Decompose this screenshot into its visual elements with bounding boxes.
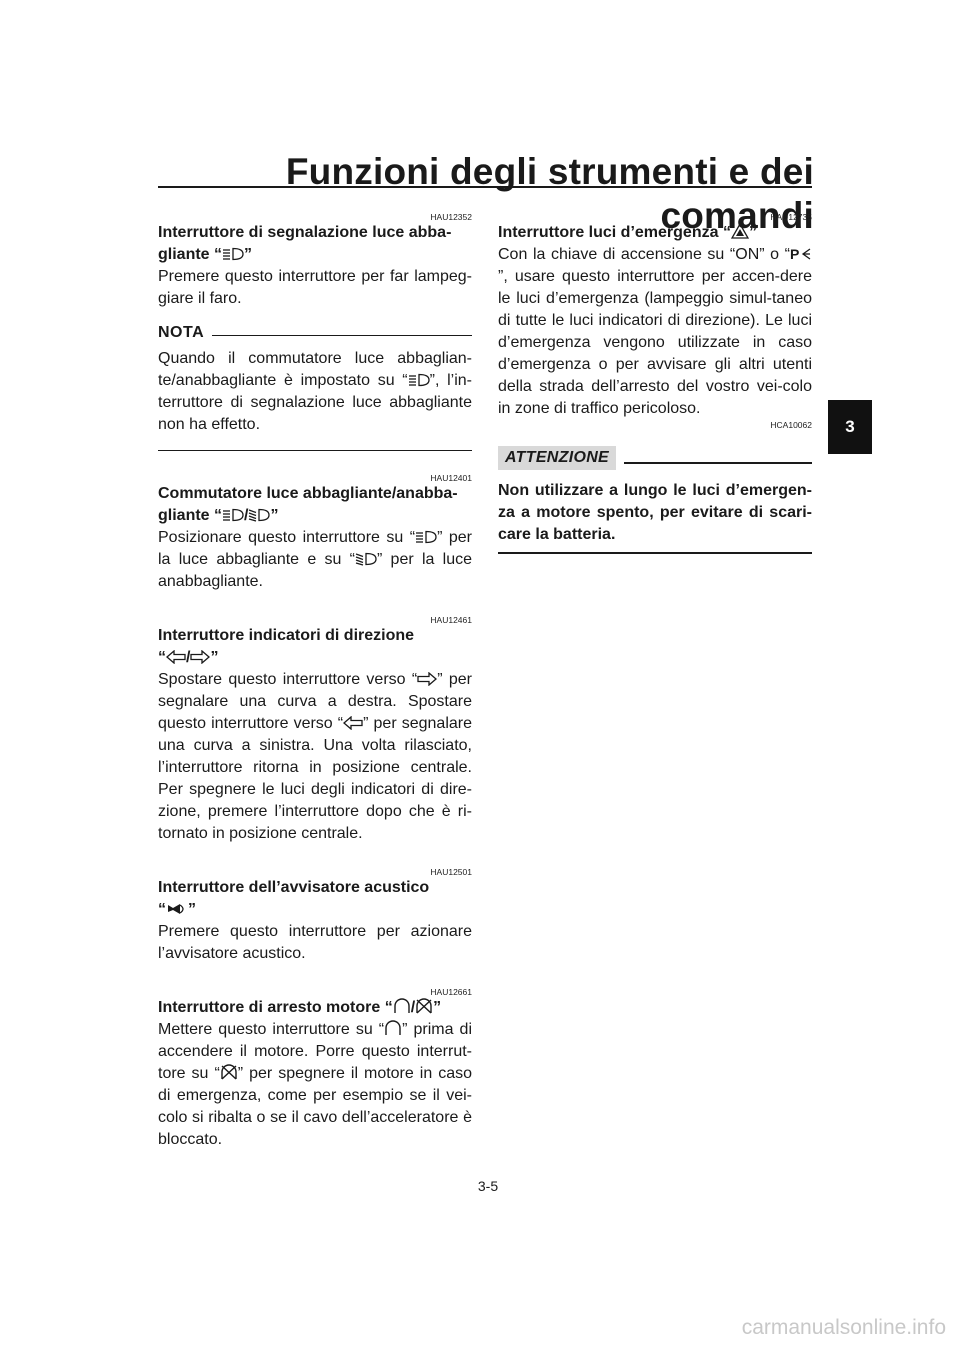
chapter-tab: 3 xyxy=(828,400,872,454)
section-body: Mettere questo interruttore su “” prima … xyxy=(158,1019,472,1151)
section-body: Posizionare questo interruttore su “” pe… xyxy=(158,527,472,593)
body-text: Con la chiave di accensione su “ON” o “ xyxy=(498,246,790,263)
heading-text: “ xyxy=(158,649,166,666)
heading-text: Commutatore luce abbagliante/anabba- xyxy=(158,485,458,502)
section-heading: Interruttore indicatori di direzione xyxy=(158,625,472,647)
heading-text: / xyxy=(244,507,249,524)
turn-right-icon xyxy=(190,650,211,664)
heading-text: ” xyxy=(433,999,442,1016)
heading-text: “ xyxy=(158,901,166,918)
high-beam-icon xyxy=(416,530,437,544)
heading-text: ” xyxy=(244,246,253,263)
engine-stop-icon xyxy=(221,1064,237,1080)
high-beam-icon xyxy=(408,373,430,387)
heading-text: gliante “ xyxy=(158,507,223,524)
engine-stop-icon xyxy=(416,998,432,1014)
page-number: 3-5 xyxy=(477,1178,499,1194)
body-text: ” prima di accendere il motore. Porre qu… xyxy=(158,1021,472,1082)
note-text: Quando il commutatore luce abbaglian-te/… xyxy=(158,350,472,389)
body-text: Posizionare questo interruttore su “ xyxy=(158,529,416,546)
section-code: HAU12401 xyxy=(430,473,472,483)
high-beam-icon xyxy=(223,508,244,522)
body-text: ” per segnalare una curva a sinistra. Un… xyxy=(158,715,472,842)
low-beam-icon xyxy=(355,552,377,566)
section-body: Premere questo interruttore per azionare… xyxy=(158,923,472,962)
heading-text: Interruttore di arresto motore “ xyxy=(158,999,393,1016)
heading-text: / xyxy=(186,649,191,666)
heading-text: gliante “ xyxy=(158,246,223,263)
note-text: ”, l’in-terruttore di segnalazione luce … xyxy=(158,372,473,433)
section-heading: gliante “ ” xyxy=(158,244,472,266)
section-heading: “” xyxy=(158,899,472,921)
section-heading: Interruttore dell’avvisatore acustico xyxy=(158,877,472,899)
note-label: NOTA xyxy=(158,324,205,341)
caution-end-rule xyxy=(498,552,812,554)
caution-label: ATTENZIONE xyxy=(498,446,617,470)
right-column: HAU12735 Interruttore luci d’emergenza “… xyxy=(498,212,812,554)
section-code: HAU12461 xyxy=(430,615,472,625)
section-heading: Commutatore luce abbagliante/anabba- xyxy=(158,483,472,505)
parking-icon: P xyxy=(790,247,811,261)
page-title: Funzioni degli strumenti e dei comandi xyxy=(285,151,814,236)
section-heading: gliante “ / ” xyxy=(158,505,472,527)
watermark: carmanualsonline.info xyxy=(741,1316,946,1339)
heading-text: ” xyxy=(748,224,757,241)
section-heading: Interruttore luci d’emergenza “ ” xyxy=(498,222,812,244)
note-header: NOTA xyxy=(158,324,472,342)
heading-text: Interruttore di segnalazione luce abba- xyxy=(158,224,452,241)
high-beam-icon xyxy=(223,247,244,261)
section-body: Premere questo interruttore per far lamp… xyxy=(158,268,472,307)
section-code: HAU12501 xyxy=(430,867,472,877)
turn-left-icon xyxy=(343,716,363,730)
note-rule xyxy=(212,334,472,336)
heading-text: / xyxy=(410,999,416,1016)
svg-text:P: P xyxy=(790,247,799,261)
note-body: Quando il commutatore luce abbaglian-te/… xyxy=(158,348,472,436)
section-code: HAU12352 xyxy=(430,212,472,222)
horn-icon xyxy=(168,904,184,914)
heading-text: ” xyxy=(270,507,279,524)
section-heading: Interruttore di arresto motore “ / ” xyxy=(158,997,472,1019)
section-heading: “ / ” xyxy=(158,647,472,669)
heading-text: Interruttore indicatori di direzione xyxy=(158,627,415,644)
caution-rule xyxy=(624,462,812,464)
section-body: Con la chiave di accensione su “ON” o “P… xyxy=(498,244,812,420)
body-text: Mettere questo interruttore su “ xyxy=(158,1021,385,1038)
heading-text: ” xyxy=(210,649,219,666)
body-text: ” per spegnere il motore in caso di emer… xyxy=(158,1065,472,1148)
left-column: HAU12352 Interruttore di segnalazione lu… xyxy=(158,212,472,1151)
caution-header: ATTENZIONE xyxy=(498,446,812,470)
caution-text: Non utilizzare a lungo le luci d’emergen… xyxy=(498,482,812,543)
section-code: HAU12735 xyxy=(770,212,812,222)
body-text: Spostare questo interruttore verso “ xyxy=(158,671,418,688)
body-text: ” per la luce anabbagliante. xyxy=(158,551,472,590)
body-text: ” per la luce abbagliante e su “ xyxy=(158,529,472,568)
section-code: HAU12661 xyxy=(430,987,472,997)
heading-text: Interruttore dell’avvisatore acustico xyxy=(158,879,430,896)
title-rule xyxy=(158,186,812,188)
low-beam-icon xyxy=(249,508,271,522)
engine-run-icon xyxy=(385,1020,401,1035)
turn-left-icon xyxy=(166,650,186,664)
heading-text: Interruttore luci d’emergenza “ xyxy=(498,224,731,241)
note-end-rule xyxy=(158,450,472,451)
hazard-icon xyxy=(730,223,749,239)
body-text: ”, usare questo interruttore per accen-d… xyxy=(498,268,812,417)
turn-right-icon xyxy=(417,672,438,686)
heading-text: ” xyxy=(188,901,196,918)
body-text: ” per segnalare una curva a destra. Spos… xyxy=(158,671,472,732)
engine-run-icon xyxy=(394,998,410,1013)
section-body: Spostare questo interruttore verso “” pe… xyxy=(158,669,472,845)
caution-code: HCA10062 xyxy=(770,420,812,430)
section-heading: Interruttore di segnalazione luce abba- xyxy=(158,222,472,244)
